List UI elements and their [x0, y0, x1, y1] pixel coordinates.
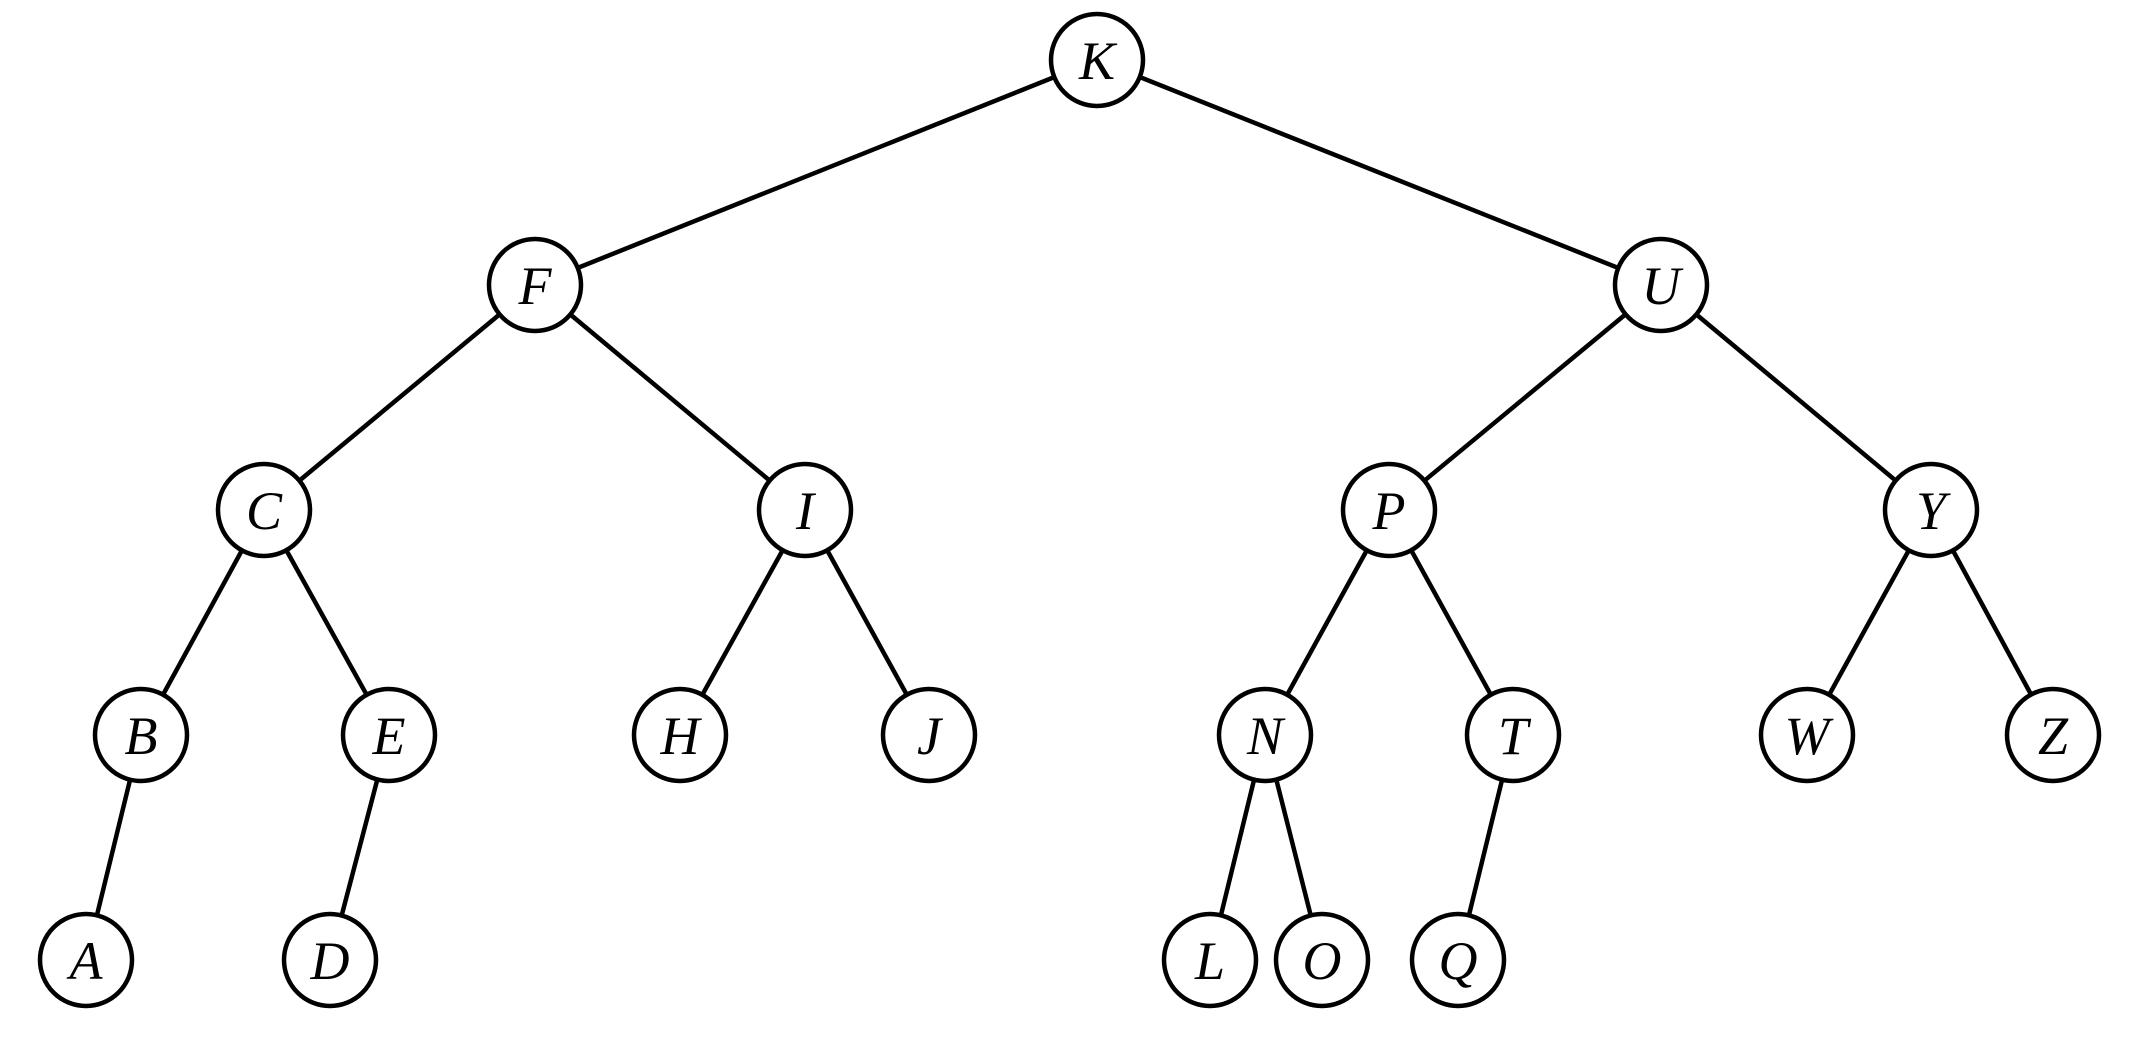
- node-circle-T: [1464, 686, 1562, 784]
- node-circle-L: [1161, 911, 1259, 1009]
- node-label-Y: Y: [1916, 481, 1951, 541]
- tree-node-N: N: [1216, 686, 1314, 784]
- node-label-W: W: [1785, 706, 1835, 766]
- node-circle-H: [631, 686, 729, 784]
- node-label-H: H: [660, 706, 703, 766]
- node-circle-U: [1612, 236, 1710, 334]
- tree-node-Q: Q: [1409, 911, 1507, 1009]
- node-label-T: T: [1498, 706, 1532, 766]
- tree-node-W: W: [1758, 686, 1856, 784]
- tree-node-O: O: [1273, 911, 1371, 1009]
- tree-node-P: P: [1340, 461, 1438, 559]
- node-circle-P: [1340, 461, 1438, 559]
- node-circle-C: [215, 461, 313, 559]
- tree-node-B: B: [92, 686, 190, 784]
- node-label-U: U: [1642, 256, 1684, 316]
- node-label-D: D: [310, 931, 350, 991]
- tree-node-L: L: [1161, 911, 1259, 1009]
- tree-node-E: E: [340, 686, 438, 784]
- tree-node-U: U: [1612, 236, 1710, 334]
- tree-node-I: I: [756, 461, 854, 559]
- node-label-B: B: [125, 706, 158, 766]
- node-circle-B: [92, 686, 190, 784]
- node-label-E: E: [372, 706, 406, 766]
- node-circle-O: [1273, 911, 1371, 1009]
- tree-node-K: K: [1048, 11, 1146, 109]
- node-label-Z: Z: [2038, 706, 2069, 766]
- node-circle-Y: [1882, 461, 1980, 559]
- node-circle-A: [37, 911, 135, 1009]
- tree-node-F: F: [486, 236, 584, 334]
- node-circle-Z: [2004, 686, 2102, 784]
- node-label-K: K: [1078, 31, 1118, 91]
- node-label-A: A: [67, 931, 104, 991]
- node-label-Q: Q: [1439, 931, 1478, 991]
- node-circle-K: [1048, 11, 1146, 109]
- tree-node-Y: Y: [1882, 461, 1980, 559]
- tree-node-J: J: [880, 686, 978, 784]
- node-label-I: I: [795, 481, 817, 541]
- node-circle-I: [756, 461, 854, 559]
- tree-node-D: D: [281, 911, 379, 1009]
- edge-F-I: [532, 282, 808, 513]
- node-label-C: C: [246, 481, 283, 541]
- edge-U-Y: [1658, 282, 1934, 513]
- node-label-P: P: [1372, 481, 1406, 541]
- node-circle-E: [340, 686, 438, 784]
- node-label-N: N: [1246, 706, 1286, 766]
- node-label-O: O: [1303, 931, 1342, 991]
- tree-node-A: A: [37, 911, 135, 1009]
- node-circle-D: [281, 911, 379, 1009]
- node-circle-N: [1216, 686, 1314, 784]
- nodes-layer: K F U C I P Y B E H J N T W Z A D L O Q: [37, 11, 2102, 1009]
- tree-node-Z: Z: [2004, 686, 2102, 784]
- node-circle-Q: [1409, 911, 1507, 1009]
- edge-K-F: [532, 57, 1100, 288]
- tree-node-T: T: [1464, 686, 1562, 784]
- node-circle-J: [880, 686, 978, 784]
- edge-U-P: [1386, 282, 1664, 513]
- node-label-F: F: [518, 256, 553, 316]
- node-circle-W: [1758, 686, 1856, 784]
- node-label-L: L: [1194, 931, 1225, 991]
- tree-node-C: C: [215, 461, 313, 559]
- edges-layer: [83, 57, 2056, 963]
- edge-K-U: [1094, 57, 1664, 288]
- edge-F-C: [261, 282, 538, 513]
- node-label-J: J: [917, 706, 944, 766]
- tree-node-H: H: [631, 686, 729, 784]
- node-circle-F: [486, 236, 584, 334]
